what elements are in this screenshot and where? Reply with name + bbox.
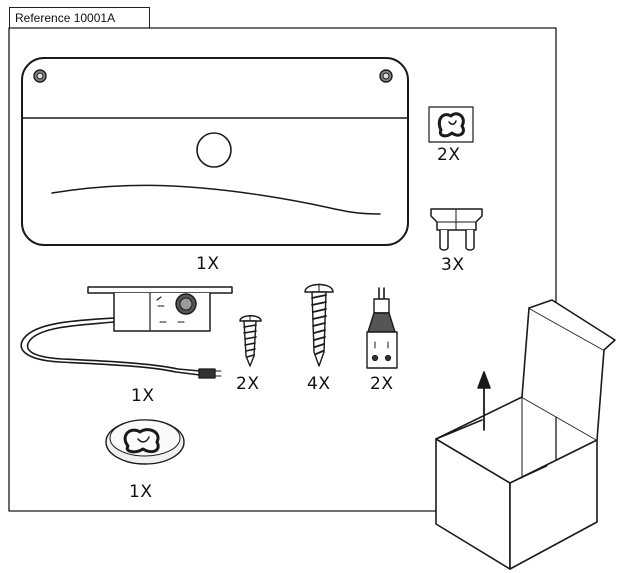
grommet-small-drawing [428,106,474,143]
short-screw-drawing [239,315,262,367]
long-screw-drawing [304,283,334,367]
dimmer-switch-drawing [20,286,233,379]
dimmer-switch-quantity: 1X [131,386,155,406]
wire-connector-quantity: 2X [370,374,394,394]
grommet-large-quantity: 1X [129,482,153,502]
long-screw-quantity: 4X [307,374,331,394]
contents-frame [8,27,557,512]
grommet-small-quantity: 2X [437,145,461,165]
cooler-panel-drawing [21,57,409,246]
cooler-panel-quantity: 1X [196,254,220,274]
open-box-drawing [435,299,616,570]
blade-fuse-quantity: 3X [441,255,465,275]
short-screw-quantity: 2X [236,374,260,394]
grommet-large-drawing [105,419,185,465]
reference-label: Reference 10001A [9,7,150,28]
wire-connector-drawing [366,287,398,369]
blade-fuse-drawing [430,208,483,251]
